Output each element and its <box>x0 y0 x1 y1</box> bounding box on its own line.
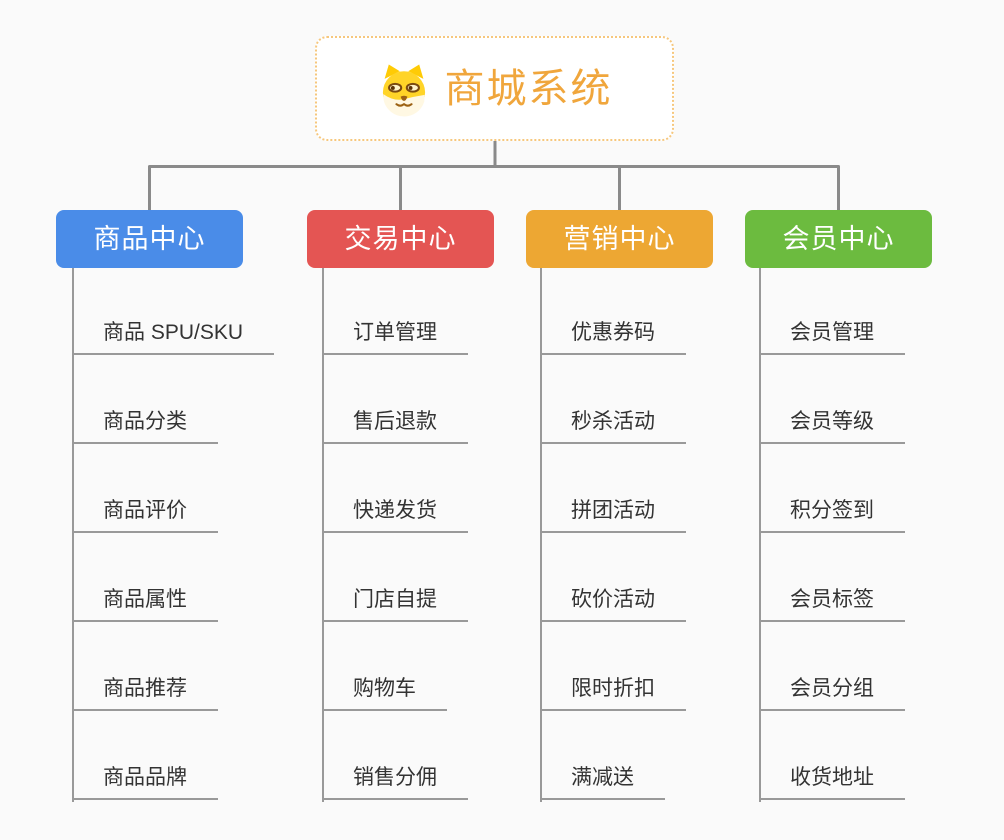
leaf-node[interactable]: 售后退款 <box>322 411 468 444</box>
root-title: 商城系统 <box>444 66 613 111</box>
branch-label: 商品中心 <box>93 223 206 254</box>
branch-spine-line <box>759 268 761 802</box>
branch-spine-line <box>322 268 324 802</box>
leaf-node[interactable]: 收货地址 <box>759 767 905 800</box>
leaf-node[interactable]: 秒杀活动 <box>540 411 686 444</box>
branch-children-product-center: 商品 SPU/SKU 商品分类 商品评价 商品属性 商品推荐 商品品牌 <box>72 268 312 802</box>
leaf-node[interactable]: 购物车 <box>322 678 447 711</box>
leaf-node[interactable]: 商品分类 <box>72 411 218 444</box>
leaf-node[interactable]: 商品评价 <box>72 500 218 533</box>
leaf-node[interactable]: 商品属性 <box>72 589 218 622</box>
branch-node-marketing-center[interactable]: 营销中心 <box>526 210 713 268</box>
branch-spine-line <box>72 268 74 802</box>
leaf-node[interactable]: 会员分组 <box>759 678 905 711</box>
branch-label: 营销中心 <box>563 223 676 254</box>
leaf-node[interactable]: 拼团活动 <box>540 500 686 533</box>
leaf-node[interactable]: 商品推荐 <box>72 678 218 711</box>
leaf-node[interactable]: 满减送 <box>540 767 665 800</box>
leaf-node[interactable]: 商品品牌 <box>72 767 218 800</box>
leaf-node[interactable]: 销售分佣 <box>322 767 468 800</box>
branch-label: 交易中心 <box>344 223 457 254</box>
leaf-node[interactable]: 快递发货 <box>322 500 468 533</box>
branch-label: 会员中心 <box>782 223 895 254</box>
dog-face-icon <box>377 61 431 117</box>
leaf-node[interactable]: 门店自提 <box>322 589 468 622</box>
root-node[interactable]: 商城系统 <box>315 36 674 141</box>
branch-node-member-center[interactable]: 会员中心 <box>745 210 932 268</box>
leaf-node[interactable]: 订单管理 <box>322 322 468 355</box>
leaf-node[interactable]: 会员标签 <box>759 589 905 622</box>
leaf-node[interactable]: 积分签到 <box>759 500 905 533</box>
leaf-node[interactable]: 会员管理 <box>759 322 905 355</box>
leaf-node[interactable]: 砍价活动 <box>540 589 686 622</box>
branch-node-product-center[interactable]: 商品中心 <box>56 210 243 268</box>
leaf-node[interactable]: 限时折扣 <box>540 678 686 711</box>
branch-node-trade-center[interactable]: 交易中心 <box>307 210 494 268</box>
leaf-node[interactable]: 商品 SPU/SKU <box>72 322 275 355</box>
leaf-node[interactable]: 会员等级 <box>759 411 905 444</box>
branch-children-member-center: 会员管理 会员等级 积分签到 会员标签 会员分组 收货地址 <box>759 268 999 802</box>
branch-children-trade-center: 订单管理 售后退款 快递发货 门店自提 购物车 销售分佣 <box>322 268 562 802</box>
leaf-node[interactable]: 优惠券码 <box>540 322 686 355</box>
branch-children-marketing-center: 优惠券码 秒杀活动 拼团活动 砍价活动 限时折扣 满减送 <box>540 268 780 802</box>
branch-spine-line <box>540 268 542 802</box>
